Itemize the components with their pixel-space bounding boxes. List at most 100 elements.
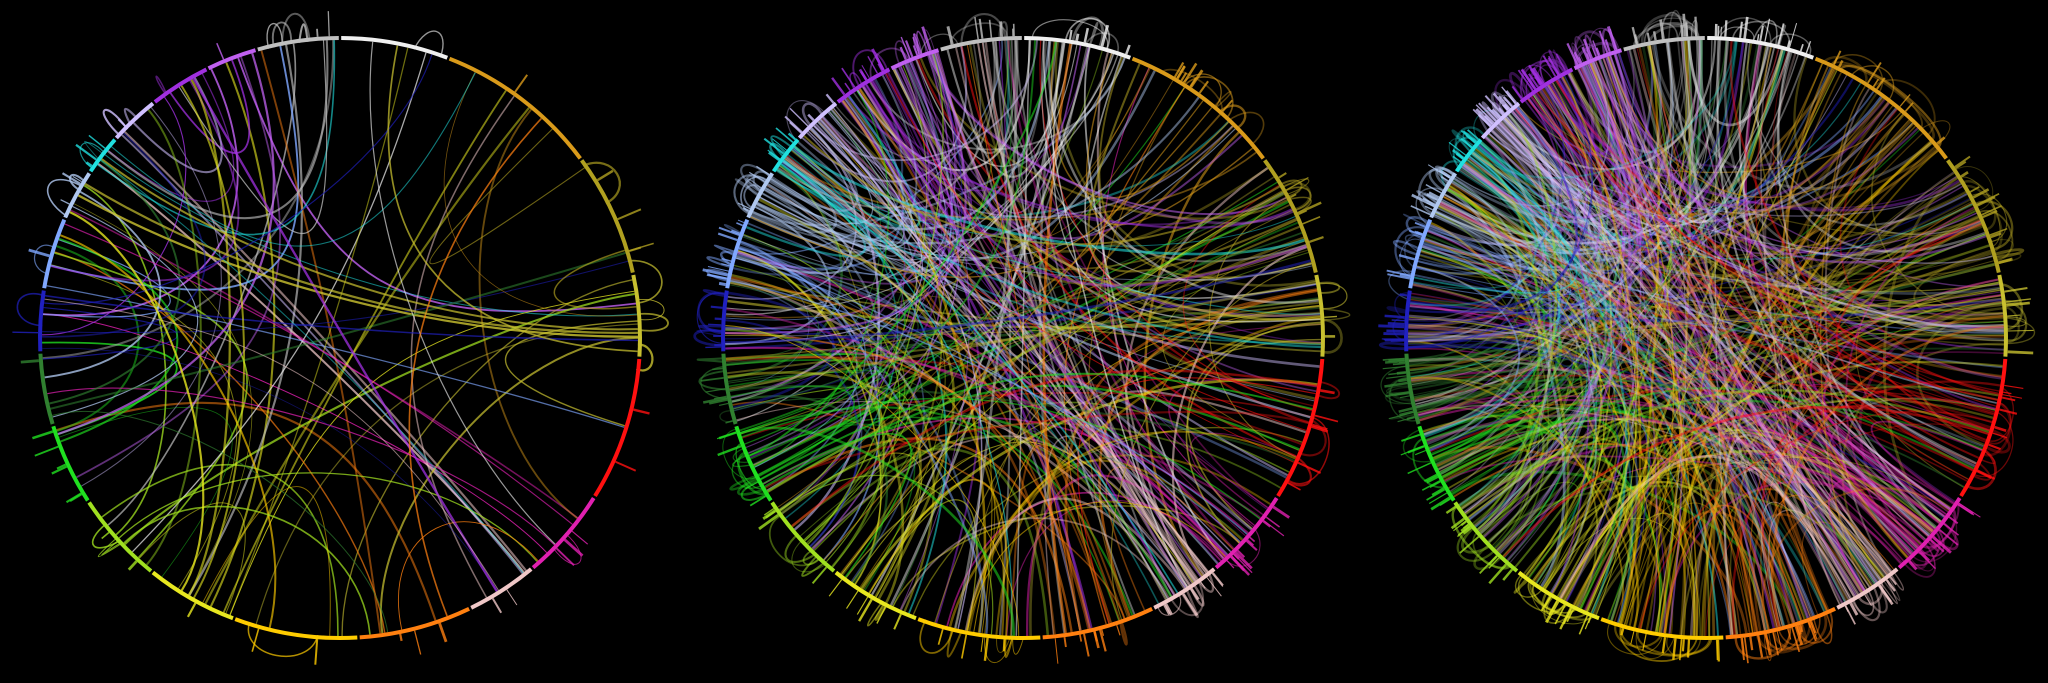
chord-link: [1586, 69, 1838, 612]
chord-tick: [1386, 375, 1407, 379]
chord-link: [1462, 164, 1910, 557]
chord-tick: [2004, 286, 2028, 293]
chord-link: [1435, 210, 1878, 583]
chord-link: [1408, 78, 1593, 323]
chord-link: [1751, 19, 1778, 49]
chord-link: [741, 391, 1311, 439]
chord-link: [1444, 121, 1595, 255]
chord-tick: [1438, 168, 1452, 179]
chord-link: [759, 111, 927, 264]
chord-tick: [1398, 253, 1415, 261]
chord-link: [731, 395, 889, 584]
chord-link: [1408, 323, 1866, 591]
ring-segment-yellow-olive: [1314, 274, 1325, 357]
chord-tick: [904, 40, 914, 58]
chord-tick: [1592, 40, 1600, 56]
ring-segment-silver: [1623, 36, 1705, 52]
chord-link: [443, 72, 638, 317]
chord-tick: [1459, 536, 1480, 554]
chord-link: [1729, 41, 1987, 442]
chord-link: [1440, 408, 1651, 620]
chord-tick: [555, 547, 575, 566]
chord-link: [1402, 213, 1430, 229]
chord-link: [725, 257, 841, 321]
chord-link: [1502, 118, 1799, 622]
chord-link: [1409, 59, 1608, 366]
chord-link: [960, 13, 1007, 47]
chord-tick: [20, 359, 40, 364]
chord-svg-medium: [693, 13, 1351, 664]
chord-tick: [1502, 568, 1514, 581]
chord-link: [1445, 129, 1920, 484]
chord-tick: [749, 495, 767, 507]
chord-link: [237, 57, 637, 313]
chord-link: [1623, 63, 1823, 625]
chord-tick: [1716, 639, 1720, 662]
chord-link: [1315, 380, 1341, 400]
chord-link: [737, 252, 866, 468]
chord-link: [1488, 107, 1608, 543]
chord-tick: [1794, 625, 1804, 646]
chord-link: [1835, 219, 1981, 459]
ring-segment-yellow: [1517, 570, 1600, 621]
chord-link: [777, 67, 1150, 508]
chord-link: [1530, 42, 1745, 223]
chord-link: [1476, 51, 1791, 531]
chord-link: [1110, 261, 1312, 620]
chord-link: [1506, 85, 1615, 216]
chord-tick: [1540, 596, 1551, 612]
chord-link: [1479, 143, 1846, 603]
chord-link: [1407, 86, 1565, 341]
chord-link: [1985, 401, 2012, 445]
chord-tick: [1410, 205, 1431, 216]
chord-tick: [844, 82, 851, 91]
chord-link: [1439, 56, 1637, 473]
chord-tick: [1542, 55, 1557, 77]
ring-segment-pink: [1836, 567, 1899, 610]
chord-tick: [633, 408, 650, 415]
chord-link: [1855, 222, 1982, 488]
chord-link: [786, 155, 1294, 463]
chord-tick: [1566, 42, 1579, 66]
chord-link: [1608, 55, 1987, 264]
chord-tick: [1943, 523, 1959, 536]
chord-link: [1473, 148, 1541, 527]
chord-link: [1407, 266, 1539, 340]
chord-link: [1908, 542, 1936, 572]
chord-link: [1411, 292, 1944, 519]
chord-link: [1453, 44, 1662, 223]
chord-link: [1436, 68, 1837, 468]
chord-tick: [1246, 539, 1255, 547]
chord-tick: [960, 634, 968, 659]
chord-link: [1409, 362, 1570, 469]
chord-link: [1282, 186, 1312, 212]
chord-tick: [1414, 221, 1426, 228]
chord-link: [1408, 76, 1609, 321]
chord-link: [1405, 216, 1432, 241]
chord-link: [1480, 141, 1674, 635]
chord-link: [1439, 201, 1972, 473]
chord-link: [1438, 203, 1991, 429]
chord-link: [1980, 400, 2012, 457]
chord-link: [1410, 161, 1546, 381]
chord-link: [1444, 302, 2002, 483]
chord-link: [1413, 378, 1965, 488]
chord-link: [1761, 487, 1950, 631]
chord-link: [1420, 248, 1562, 460]
chord-tick: [811, 566, 828, 585]
ring-segment-magenta: [1214, 497, 1279, 570]
chord-link: [1748, 202, 1973, 633]
chord-link: [107, 43, 297, 526]
chord-tick: [1421, 480, 1441, 491]
chord-link: [398, 521, 539, 630]
chord-tick: [1426, 475, 1439, 484]
chord-tick: [768, 151, 780, 162]
chord-link: [1409, 364, 1533, 525]
chord-tick: [1492, 92, 1509, 111]
chord-link: [1410, 298, 2002, 323]
chord-link: [1697, 40, 2004, 333]
chord-link: [729, 474, 761, 491]
chord-tick: [1938, 529, 1959, 546]
chord-tick: [1759, 25, 1764, 42]
chord-link: [44, 54, 433, 305]
